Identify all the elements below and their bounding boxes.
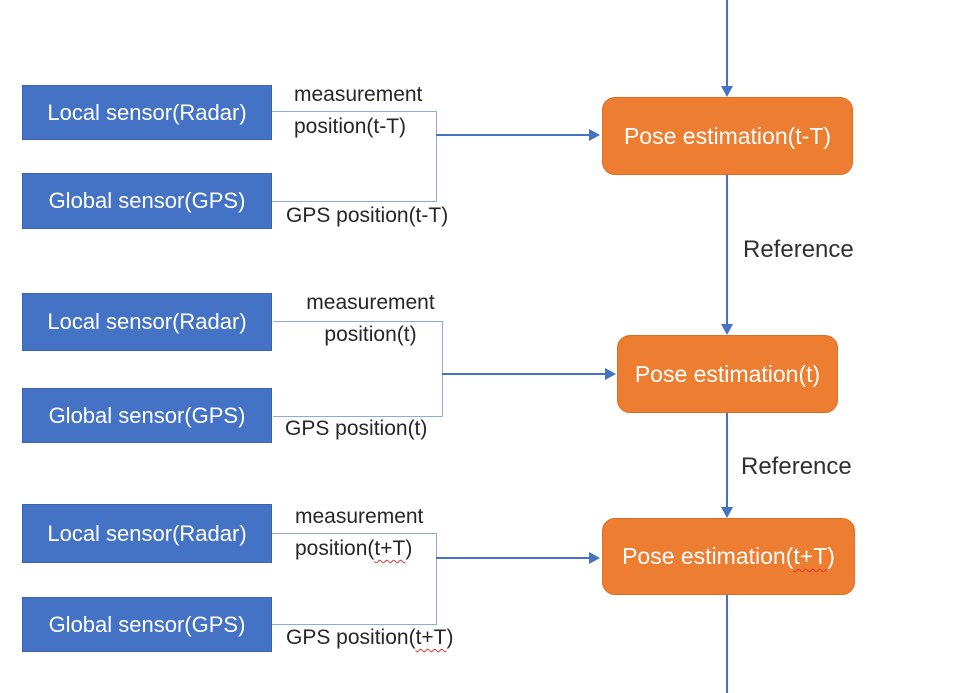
reference-label-1: Reference [743, 236, 854, 263]
sensor-bracket-2 [273, 321, 443, 417]
measurement-position-line2-1: position(t-T) [294, 115, 407, 138]
global-sensor-label-2: Global sensor(GPS) [48, 402, 246, 428]
measurement-position-line2-3: position(t+T) [295, 537, 413, 560]
spellcheck-underline: t+T [415, 626, 447, 649]
reference-flow-line-segment-4 [726, 595, 728, 693]
reference-flow-line-segment-3 [726, 413, 728, 507]
measurement-position-label-3: measurement position(t+T) [295, 501, 423, 565]
measurement-position-line1-3: measurement [295, 505, 424, 528]
pose-estimation-label-t: Pose estimation(t) [634, 360, 821, 387]
sensor-to-pose-line-2 [442, 373, 607, 375]
local-sensor-label-2: Local sensor(Radar) [47, 309, 247, 334]
spellcheck-underline: t+T [793, 543, 828, 569]
measurement-position-line2-2: position(t) [324, 323, 417, 346]
local-sensor-label-3: Local sensor(Radar) [47, 520, 247, 546]
pose-estimation-box-t: Pose estimation(t) [617, 335, 838, 413]
right-arrowhead-2 [605, 368, 616, 380]
gps-position-label-2: GPS position(t) [285, 417, 428, 440]
global-sensor-label-1: Global sensor(GPS) [48, 188, 246, 213]
down-arrowhead-1 [721, 86, 733, 97]
gps-position-label-1: GPS position(t-T) [286, 204, 449, 227]
pose-estimation-box-t-plus-T: Pose estimation(t+T) [602, 518, 855, 595]
global-sensor-box-3: Global sensor(GPS) [22, 597, 272, 652]
pose-estimation-box-t-minus-T: Pose estimation(t-T) [602, 97, 853, 175]
sensor-bracket-3 [272, 533, 437, 625]
measurement-position-line1-1: measurement [294, 83, 423, 106]
gps-position-label-3: GPS position(t+T) [286, 626, 454, 649]
right-arrowhead-1 [589, 129, 600, 141]
local-sensor-box-1: Local sensor(Radar) [22, 85, 272, 140]
reference-flow-line-segment-1 [726, 0, 728, 86]
measurement-position-label-2: measurement position(t) [293, 287, 448, 351]
pose-estimation-label-t-plus-T: Pose estimation(t+T) [622, 543, 835, 569]
measurement-position-line1-2: measurement [306, 291, 435, 314]
right-arrowhead-3 [589, 552, 600, 564]
local-sensor-box-2: Local sensor(Radar) [22, 293, 272, 351]
reference-label-2: Reference [741, 453, 852, 480]
local-sensor-box-3: Local sensor(Radar) [22, 504, 272, 563]
global-sensor-label-3: Global sensor(GPS) [48, 611, 246, 637]
reference-flow-line-segment-2 [726, 175, 728, 324]
local-sensor-label-1: Local sensor(Radar) [47, 99, 247, 125]
sensor-bracket-1 [272, 111, 437, 202]
global-sensor-box-1: Global sensor(GPS) [22, 173, 272, 229]
global-sensor-box-2: Global sensor(GPS) [22, 388, 272, 443]
sensor-to-pose-line-1 [436, 134, 590, 136]
measurement-position-label-1: measurement position(t-T) [294, 79, 422, 143]
spellcheck-underline: t+T [374, 537, 406, 560]
down-arrowhead-2 [721, 324, 733, 335]
sensor-to-pose-line-3 [436, 557, 590, 559]
down-arrowhead-3 [721, 507, 733, 518]
pose-estimation-label-t-minus-T: Pose estimation(t-T) [623, 122, 832, 149]
